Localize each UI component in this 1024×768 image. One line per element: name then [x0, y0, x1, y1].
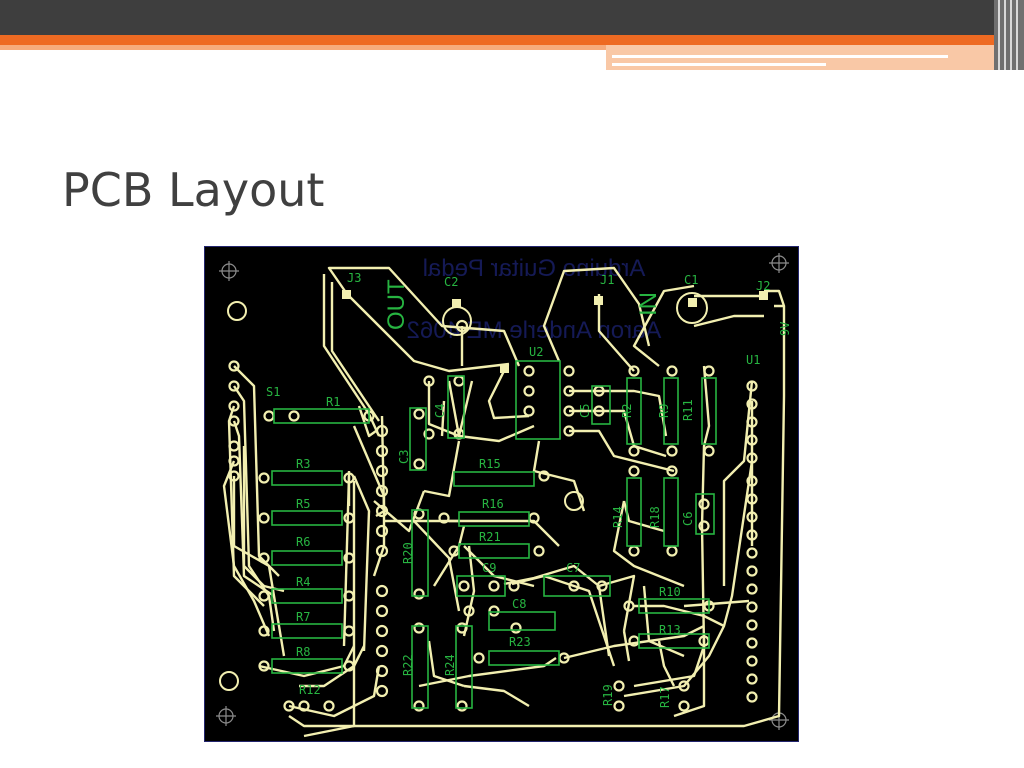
label-out: OUT: [383, 279, 410, 330]
accent-stripe-light: [0, 45, 610, 50]
label-r3: R3: [296, 457, 310, 471]
accent-line-short: [612, 63, 826, 66]
label-s1: S1: [266, 385, 280, 399]
label-r20: R20: [401, 542, 415, 564]
label-r1: R1: [326, 395, 340, 409]
label-r19: R19: [601, 684, 615, 706]
label-c7: C7: [566, 561, 580, 575]
label-r14: R14: [611, 506, 625, 528]
accent-stripe: [0, 35, 1000, 45]
label-r12: R12: [299, 683, 321, 697]
label-c3: C3: [397, 450, 411, 464]
mount-target-tr: [769, 253, 789, 273]
accent-line: [612, 55, 948, 58]
label-r23: R23: [509, 635, 531, 649]
solder-pads: [219, 290, 768, 712]
label-u1: U1: [746, 353, 760, 367]
label-9v: 9V: [778, 322, 792, 336]
label-c5: C5: [578, 404, 592, 418]
label-r18: R18: [648, 506, 662, 528]
label-r11: R11: [681, 399, 695, 421]
label-r9: R9: [657, 404, 671, 418]
label-r24: R24: [443, 654, 457, 676]
label-j3: J3: [347, 271, 361, 285]
label-r2: R2: [620, 404, 634, 418]
label-c2: C2: [444, 275, 458, 289]
top-header-bar: [0, 0, 1024, 35]
label-j1: J1: [600, 273, 614, 287]
label-r10: R10: [659, 585, 681, 599]
label-r6: R6: [296, 535, 310, 549]
label-r16: R16: [482, 497, 504, 511]
label-r8: R8: [296, 645, 310, 659]
label-c8: C8: [512, 597, 526, 611]
label-c1: C1: [684, 273, 698, 287]
label-r4: R4: [296, 575, 310, 589]
mount-target-tl: [219, 261, 239, 281]
silkscreen-labels: J3 C2 J1 C1 J2 U1 U2 S1 R1 R3 R5 R6 R4 R…: [266, 271, 792, 708]
label-r13: R13: [659, 623, 681, 637]
label-r5: R5: [296, 497, 310, 511]
label-u2: U2: [529, 345, 543, 359]
label-c9: C9: [482, 561, 496, 575]
ghost-text-2: Aaron Anderle ME 4062: [407, 317, 662, 344]
silkscreen-big-labels: OUT IN: [383, 279, 662, 330]
label-c4: C4: [433, 404, 447, 418]
label-in: IN: [635, 292, 662, 316]
label-r21: R21: [479, 530, 501, 544]
label-r7: R7: [296, 610, 310, 624]
pcb-layout-image: Arduino Guitar Pedal Aaron Anderle ME 40…: [204, 246, 799, 742]
label-r22: R22: [401, 654, 415, 676]
label-j2: J2: [756, 279, 770, 293]
label-r17: R17: [658, 686, 672, 708]
u1-pin-column: [746, 380, 758, 703]
mount-target-bl: [216, 706, 236, 726]
silkscreen-outlines: [271, 360, 717, 709]
label-c6: C6: [681, 512, 695, 526]
header-edge-ornament: [994, 0, 1024, 70]
slide-title: PCB Layout: [62, 163, 325, 217]
label-r15: R15: [479, 457, 501, 471]
